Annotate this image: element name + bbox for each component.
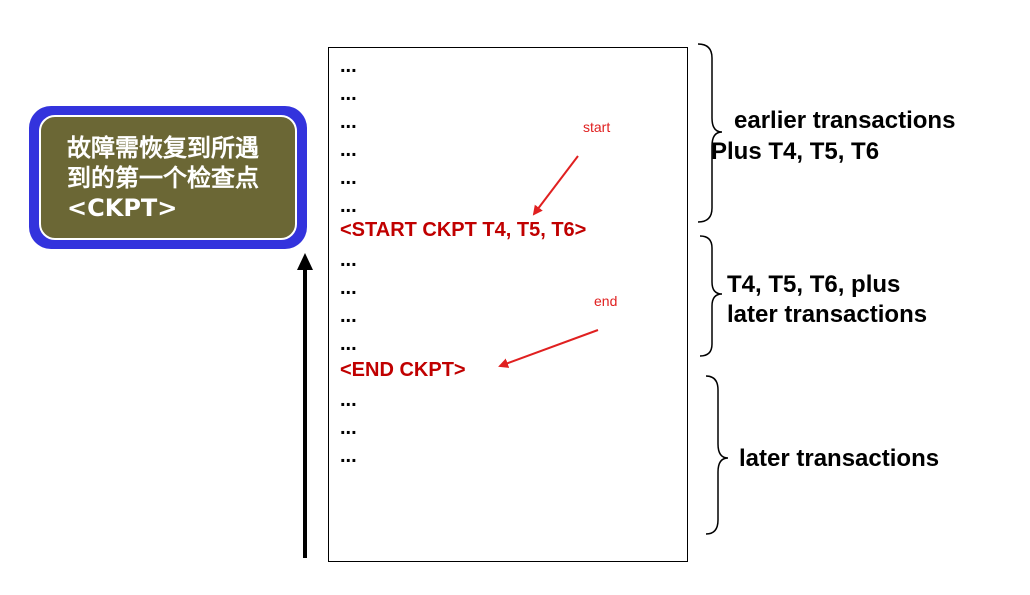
log-line-ellipsis: ... (340, 195, 357, 217)
group-bottom-line1: later transactions (739, 445, 940, 472)
log-box (328, 47, 688, 562)
start-arrow (532, 155, 579, 216)
log-line-ellipsis: ... (340, 389, 357, 411)
log-line-ellipsis: ... (340, 139, 357, 161)
end-ckpt-record: <END CKPT> (340, 359, 466, 381)
group-top-line1: earlier transactions (734, 107, 956, 134)
start-ckpt-record: <START CKPT T4, T5, T6> (340, 219, 587, 241)
recovery-callout: 故障需恢复到所遇到的第一个检查点<CKPT> (29, 106, 307, 249)
brace-bottom (705, 375, 729, 535)
end-annotation-label: end (594, 293, 618, 309)
log-line-ellipsis: ... (340, 305, 357, 327)
end-arrow (498, 329, 599, 368)
start-annotation-label: start (583, 119, 611, 135)
log-line-ellipsis: ... (340, 333, 357, 355)
callout-inner-panel: 故障需恢复到所遇到的第一个检查点<CKPT> (39, 115, 297, 240)
brace-top (697, 43, 723, 223)
log-line-ellipsis: ... (340, 277, 357, 299)
log-line-ellipsis: ... (340, 445, 357, 467)
brace-middle (699, 235, 723, 357)
timeline-up-arrow (297, 253, 313, 558)
log-line-ellipsis: ... (340, 111, 357, 133)
group-top-line2: Plus T4, T5, T6 (711, 138, 880, 165)
log-line-ellipsis: ... (340, 55, 357, 77)
log-line-ellipsis: ... (340, 167, 357, 189)
group-middle-line2: later transactions (727, 301, 928, 328)
log-line-ellipsis: ... (340, 417, 357, 439)
log-line-ellipsis: ... (340, 83, 357, 105)
log-line-ellipsis: ... (340, 249, 357, 271)
group-middle-line1: T4, T5, T6, plus (727, 271, 901, 298)
callout-text: 故障需恢复到所遇到的第一个检查点<CKPT> (67, 134, 259, 222)
